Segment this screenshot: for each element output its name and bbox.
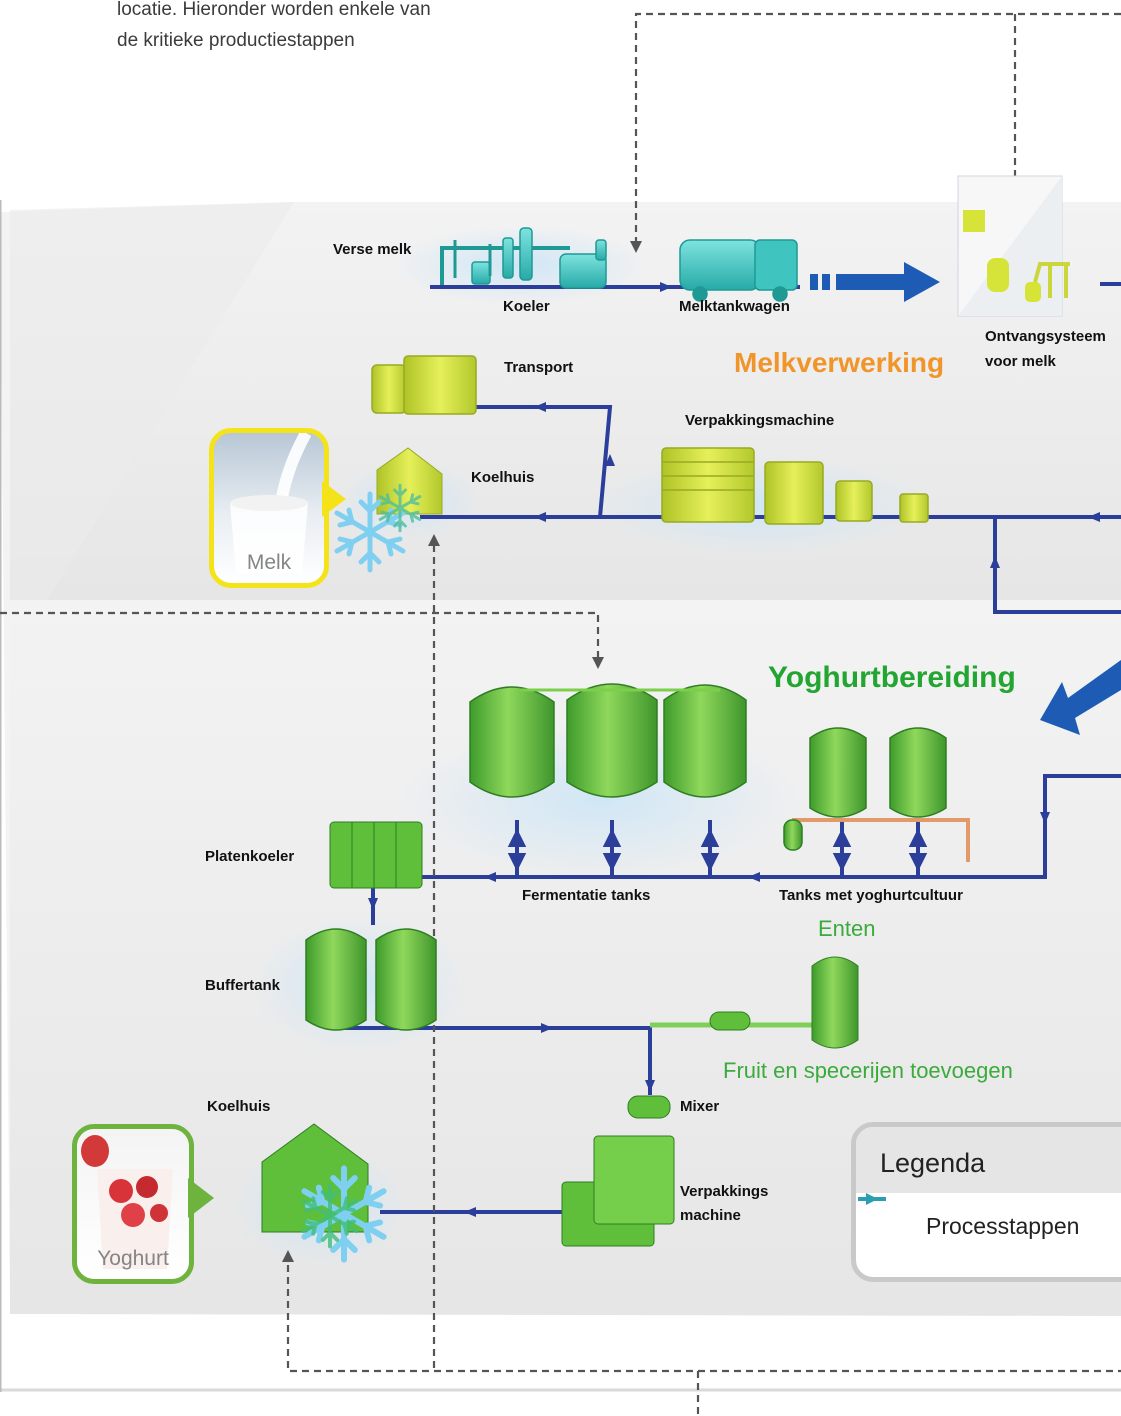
melk-bubble-pointer (322, 481, 346, 517)
label-verpakkings-machine-2: machine (680, 1207, 741, 1224)
label-mixer: Mixer (680, 1098, 720, 1115)
label-ontvangsysteem-1: Ontvangsysteem (985, 328, 1106, 345)
culture-pipe (792, 818, 970, 862)
label-buffertank: Buffertank (205, 977, 281, 994)
yoghurt-bubble-pointer (188, 1178, 214, 1218)
label-koeler: Koeler (503, 298, 550, 315)
milk-glass-icon (230, 433, 312, 573)
label-koelhuis-yoghurt: Koelhuis (207, 1098, 271, 1115)
label-transport: Transport (504, 359, 574, 376)
big-flow-arrow-top (810, 262, 940, 302)
legend-item: Processtappen (856, 1193, 1121, 1259)
receiving-system (957, 175, 1070, 317)
cooler-equipment (440, 227, 607, 289)
fruit-dosing (709, 1011, 751, 1031)
label-melktankwagen: Melktankwagen (679, 298, 790, 315)
label-koelhuis-melk: Koelhuis (471, 469, 535, 486)
yoghurtbereiding-title: Yoghurtbereiding (768, 661, 1016, 694)
truck-icon (371, 355, 477, 415)
buffer-tanks (305, 928, 437, 1031)
legend-box: Legenda Processtappen (851, 1122, 1121, 1282)
enten-tank (811, 956, 859, 1049)
yoghurt-glass-icon (81, 1135, 173, 1269)
melk-caption: Melk (246, 551, 292, 574)
fermentation-tanks (469, 683, 947, 851)
label-verpakkingsmachine: Verpakkingsmachine (685, 412, 835, 429)
melk-bubble: Melk (209, 428, 329, 588)
label-verse-melk: Verse melk (333, 241, 412, 258)
label-ontvangsysteem-2: voor melk (985, 353, 1056, 370)
legend-arrow-icon (858, 1193, 886, 1205)
yoghurt-bubble: Yoghurt (72, 1124, 194, 1284)
label-platenkoeler: Platenkoeler (205, 848, 295, 865)
step-enten: Enten (818, 916, 876, 941)
platenkoeler-equipment (329, 821, 423, 889)
yoghurt-caption: Yoghurt (97, 1247, 169, 1270)
packaging-machine-yoghurt (561, 1135, 675, 1247)
flow-arrowheads (368, 282, 1100, 1217)
intro-line-2: de kritieke productiestappen (117, 30, 355, 51)
intro-line-1: locatie. Hieronder worden enkele van (117, 0, 431, 20)
intro-text: locatie. Hieronder worden enkele van de … (117, 0, 537, 56)
step-fruit: Fruit en specerijen toevoegen (723, 1058, 1013, 1083)
legend-item-label: Processtappen (926, 1213, 1080, 1239)
tank-feed-lines (507, 820, 928, 877)
packaging-machine (661, 447, 929, 525)
label-fermentatie-tanks: Fermentatie tanks (522, 887, 651, 904)
label-tanks-yoghurtcultuur: Tanks met yoghurtcultuur (779, 887, 963, 904)
label-verpakkings-machine-1: Verpakkings (680, 1183, 769, 1200)
big-flow-arrow-diagonal (1040, 660, 1121, 735)
melkverwerking-title: Melkverwerking (734, 347, 945, 378)
mixer-equipment (627, 1095, 671, 1119)
legend-title: Legenda (856, 1127, 1121, 1193)
truck-icon (679, 239, 798, 302)
floor-slant (0, 202, 294, 1314)
